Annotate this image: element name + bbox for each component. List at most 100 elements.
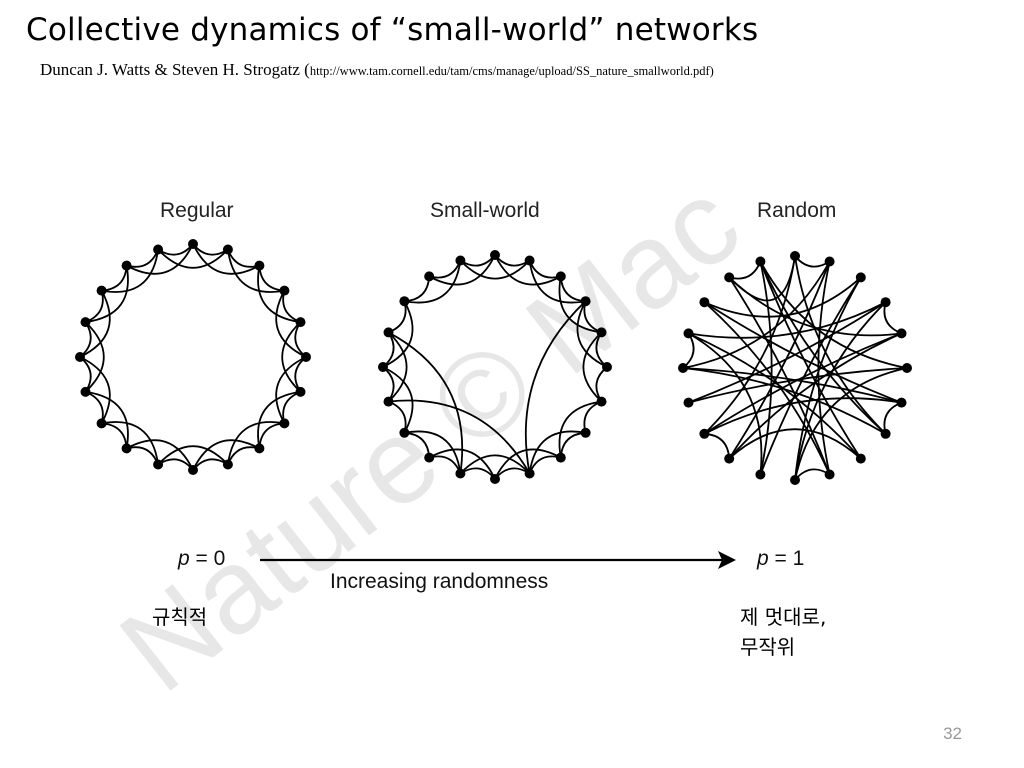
network-edge [428, 254, 496, 286]
network-edge [559, 431, 586, 458]
network-node [790, 251, 800, 261]
network-node [724, 453, 735, 464]
network-node [75, 352, 85, 362]
network-edge [688, 332, 763, 475]
network-node [295, 386, 306, 397]
network-node [896, 328, 907, 339]
network-node [755, 256, 766, 267]
network-node [455, 468, 466, 479]
network-edge [728, 332, 902, 460]
network-edge [257, 265, 301, 323]
p-zero-label: p = 0 [178, 547, 226, 570]
network-node [301, 352, 311, 362]
network-edge [682, 261, 831, 369]
korean-random-line2: 무작위 [740, 635, 796, 659]
network-edge [258, 422, 285, 449]
network-edge [582, 331, 603, 403]
page-number: 32 [943, 724, 962, 743]
network-node [580, 427, 591, 438]
network-edge [494, 448, 562, 480]
network-edge [84, 321, 105, 393]
network-edge [459, 454, 531, 475]
network-edge [703, 255, 796, 435]
network-edge [703, 332, 902, 435]
network-edge [558, 276, 602, 334]
network-edge [759, 261, 908, 369]
network-node [121, 260, 132, 271]
network-node [580, 296, 591, 307]
network-edge [728, 276, 831, 475]
network-edge [428, 448, 496, 480]
network-edge [682, 367, 902, 404]
network-edge [85, 265, 129, 323]
korean-regular-note: 규칙적 [152, 605, 208, 629]
randomness-arrow [260, 551, 736, 569]
network-edge [157, 248, 229, 269]
network-node [490, 474, 500, 484]
network-node [790, 475, 800, 485]
network-edge [404, 430, 462, 474]
network-edge [558, 400, 602, 458]
network-node [188, 239, 198, 249]
network-edge [388, 399, 531, 474]
network-node [279, 418, 290, 429]
network-node [153, 459, 164, 470]
network-edge [85, 391, 129, 449]
network-node [855, 453, 866, 464]
network-edge [387, 331, 408, 403]
network-edge [126, 439, 194, 471]
citation-url: http://www.tam.cornell.edu/tam/cms/manag… [309, 64, 714, 78]
network-node [279, 285, 290, 296]
network-edge [524, 300, 587, 474]
network-node [399, 427, 410, 438]
network-node [596, 327, 607, 338]
network-node [524, 255, 535, 266]
network-edge [101, 421, 159, 465]
network-edge [703, 301, 902, 404]
network-edge [257, 391, 301, 449]
network-node [896, 397, 907, 408]
network-node [383, 327, 394, 338]
network-edge [101, 249, 159, 293]
network-node [490, 250, 500, 260]
network-node [880, 428, 891, 439]
network-edge [688, 301, 887, 339]
increasing-randomness-label: Increasing randomness [330, 570, 549, 593]
network-node [424, 271, 435, 282]
network-node [596, 396, 607, 407]
network-node [188, 465, 198, 475]
network-edge [494, 254, 562, 286]
network-edge [101, 422, 128, 449]
network-node [96, 418, 107, 429]
network-node [378, 362, 388, 372]
network-edge [101, 265, 128, 292]
network-edge [157, 445, 229, 466]
network-node [824, 469, 835, 480]
network-edge [459, 259, 531, 280]
network-node [153, 244, 164, 255]
network-edge [682, 367, 887, 435]
p-one-label: p = 1 [757, 547, 805, 570]
slide-title: Collective dynamics of “small-world” net… [26, 12, 759, 48]
network-node [295, 317, 306, 328]
network-edge [794, 255, 831, 268]
network-node [602, 362, 612, 372]
network-edge [404, 276, 431, 303]
network-node [121, 443, 132, 454]
network-node [678, 363, 688, 373]
network-node [399, 296, 410, 307]
network-edge [688, 332, 862, 460]
network-edge [759, 261, 773, 475]
network-edge [227, 249, 285, 293]
network-edge [817, 261, 831, 475]
network-edge [227, 421, 285, 465]
network-node [222, 244, 233, 255]
network-node [524, 468, 535, 479]
label-small-world: Small-world [430, 199, 540, 222]
network-edge [682, 332, 695, 369]
network-node [699, 297, 710, 308]
network-edge [404, 260, 462, 304]
network-edge [728, 255, 796, 302]
network-edge [382, 300, 414, 368]
network-edge [79, 356, 111, 424]
